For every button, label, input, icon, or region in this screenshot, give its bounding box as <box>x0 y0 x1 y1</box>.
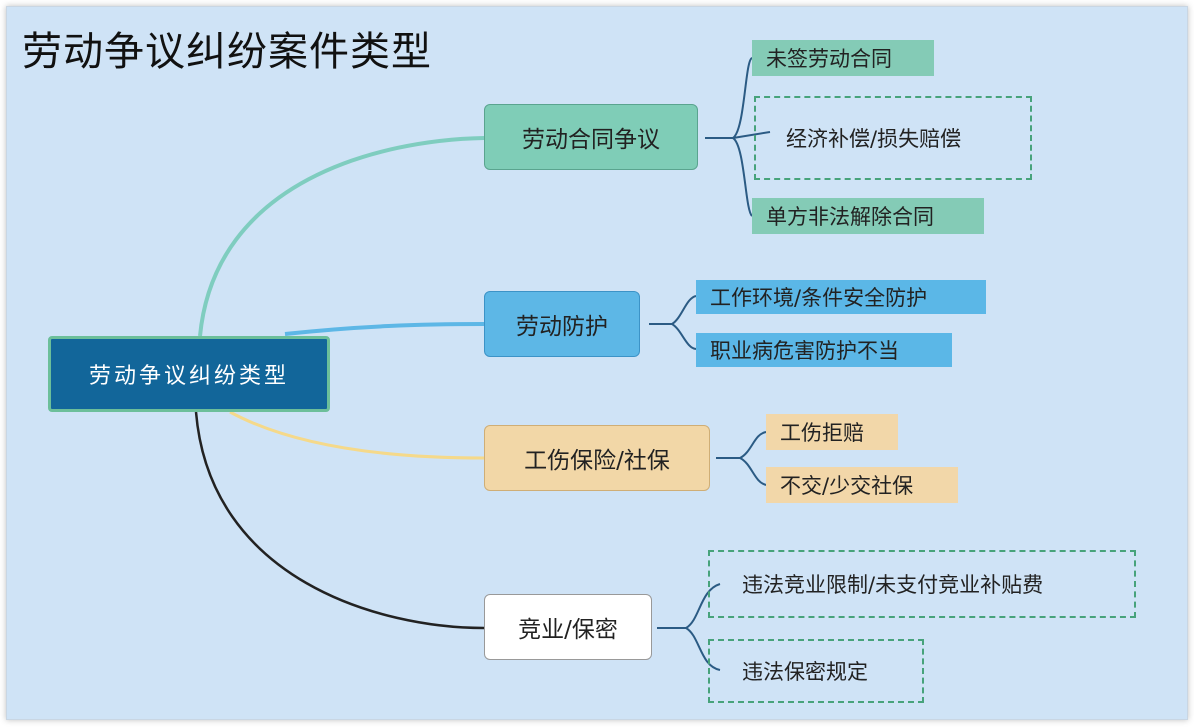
leaf-illegal-confidentiality: 违法保密规定 <box>708 639 924 703</box>
branch-labor-protection: 劳动防护 <box>484 291 640 357</box>
diagram-title: 劳动争议纠纷案件类型 <box>22 29 432 75</box>
leaf-illegal-noncompete: 违法竞业限制/未支付竞业补贴费 <box>708 550 1136 618</box>
leaf-social-security-unpaid: 不交/少交社保 <box>766 467 958 503</box>
link-root-insurance <box>229 410 485 460</box>
leaf-unsigned-contract: 未签劳动合同 <box>752 40 934 76</box>
link-root-noncompete <box>194 411 485 630</box>
leaf-compensation: 经济补偿/损失赔偿 <box>754 96 1032 180</box>
leaf-work-safety: 工作环境/条件安全防护 <box>696 280 986 314</box>
root-node: 劳动争议纠纷类型 <box>48 336 330 412</box>
link-protection-leaves <box>649 295 697 350</box>
leaf-injury-claim-denied: 工伤拒赔 <box>766 414 898 450</box>
link-root-contract <box>198 136 485 337</box>
branch-injury-insurance: 工伤保险/社保 <box>484 425 710 491</box>
link-insurance-leaves <box>716 431 767 486</box>
branch-labor-contract: 劳动合同争议 <box>484 104 698 170</box>
leaf-illegal-termination: 单方非法解除合同 <box>752 198 984 234</box>
link-noncompete-leaves <box>657 583 721 671</box>
branch-noncompete-confidentiality: 竞业/保密 <box>484 594 652 660</box>
leaf-occupational-disease: 职业病危害防护不当 <box>696 333 952 367</box>
link-root-protection <box>284 322 485 336</box>
link-contract-leaves <box>705 57 771 217</box>
